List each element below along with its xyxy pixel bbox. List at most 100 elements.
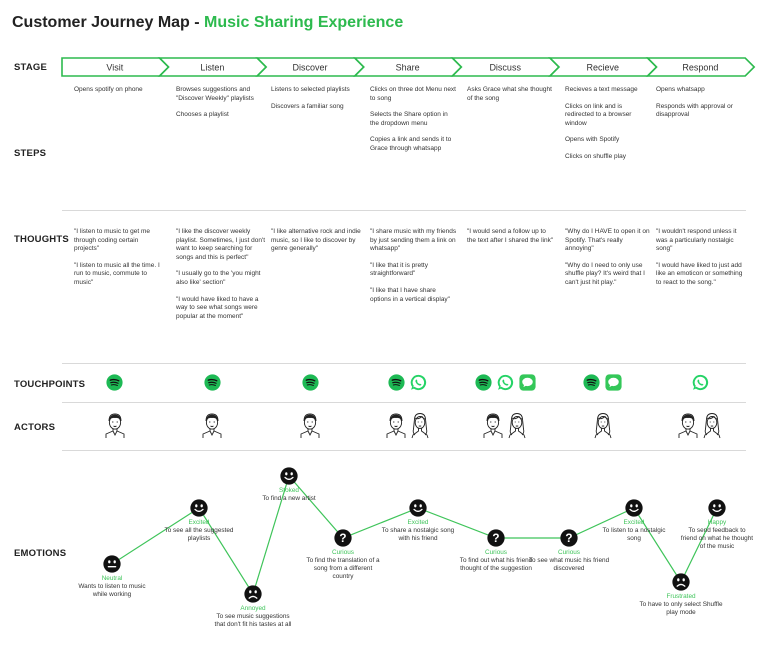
emotion-label: Annoyed [240,605,266,612]
emotion-text: To find out what his friend thought of t… [459,557,533,572]
emotion-text: To see what music his friend discovered [528,557,610,572]
thought-item: "I listen to music to get me through cod… [74,228,151,253]
row-label-actors: ACTORS [14,422,56,433]
step-item: Clicks on shuffle play [565,152,626,160]
male-actor-icon [104,411,126,444]
male-actor-icon [299,411,321,444]
step-item: Opens with Spotify [565,136,620,144]
neutral-face-icon [103,555,121,578]
step-item: Selects the Share option in the dropdown… [370,111,448,127]
emotion-label: Excited [623,519,645,526]
sad-face-icon [672,573,690,596]
row-label-thoughts: THOUGHTS [14,234,69,245]
row-label-stage: STAGE [14,62,48,73]
step-item: Opens spotify on phone [74,86,143,93]
imessage-icon [605,374,622,396]
stage-label: Listen [200,63,224,73]
emotion-label: Curious [557,549,581,556]
divider-actors-emotions [62,450,746,451]
thought-item: "I like the discover weekly playlist. So… [176,228,266,261]
whatsapp-icon [497,374,514,396]
sad-face-icon [244,585,262,608]
thoughts-cell: "I listen to music to get me through cod… [74,228,164,296]
emotion-text: To find the translation of a song from a… [306,557,380,580]
thought-item: "I like that it is pretty straightforwar… [370,261,428,278]
thoughts-cell: "I wouldn't respond unless it was a part… [656,228,748,296]
happy-face-icon [280,467,298,490]
stage-label: Discover [292,63,327,73]
row-label-emotions: EMOTIONS [14,548,67,559]
spotify-icon [301,374,319,396]
step-item: Opens whatsapp [656,86,705,93]
whatsapp-icon [410,374,427,396]
emotion-text: To share a nostalgic song with his frien… [381,527,455,542]
divider-touchpoints-actors [62,402,746,403]
happy-face-icon [708,499,726,522]
male-actor-icon [385,411,407,444]
thought-item: "I listen to music all the time. I run t… [74,261,160,286]
emotion-label: Neutral [101,575,123,582]
emotion-text: To see all the suggested playlists [164,527,234,542]
emotion-label: Frustrated [666,593,696,600]
thought-item: "I like that I have share options in a v… [370,286,450,303]
female-actor-icon [701,411,723,444]
steps-cell: Browses suggestions and "Discover Weekly… [176,86,268,128]
emotion-label: Excited [407,519,429,526]
step-item: Listens to selected playlists [271,86,350,93]
steps-cell: Opens spotify on phone [74,86,164,103]
female-actor-icon [506,411,528,444]
spotify-icon [388,374,405,396]
emotion-label: Happy [707,519,727,526]
page-title: Customer Journey Map - Music Sharing Exp… [12,14,403,32]
spotify-icon [583,374,600,396]
thought-item: "I like alternative rock and indie music… [271,228,361,253]
male-actor-icon [677,411,699,444]
stage-chevron [645,57,756,77]
male-actor-icon [201,411,223,444]
thought-item: "I would send a follow up to the text af… [467,228,554,244]
step-item: Discovers a familiar song [271,102,344,110]
step-item: Browses suggestions and "Discover Weekly… [176,86,254,102]
thought-item: "I would have liked to have a way to see… [176,295,259,320]
svg-text:?: ? [339,532,346,545]
emotion-text: Wants to listen to music while working [78,583,146,598]
spotify-icon [106,374,123,396]
emotion-text: To see music suggestions that don't fit … [214,613,292,628]
divider-thoughts-touchpoints [62,363,746,364]
row-label-steps: STEPS [14,148,47,159]
question-face-icon: ? [334,529,352,552]
title-prefix: Customer Journey Map - [12,14,205,31]
emotion-text: To have to only select Shuffle play mode [639,601,723,616]
stage-label: Visit [106,63,123,73]
step-item: Recieves a text message [565,86,638,93]
stage-label: Recieve [587,63,620,73]
thoughts-cell: "I share music with my friends by just s… [370,228,458,312]
emotion-label: Stoked [279,487,299,494]
thought-item: "I wouldn't respond unless it was a part… [656,228,737,253]
female-actor-icon [592,411,614,444]
question-face-icon: ? [487,529,505,552]
stage-label: Respond [682,63,718,73]
step-item: Clicks on link and is redirected to a br… [565,102,632,127]
whatsapp-icon [692,374,709,396]
thought-item: "I share music with my friends by just s… [370,228,457,253]
spotify-icon [204,374,221,396]
imessage-icon [519,374,536,396]
spotify-icon [475,374,492,396]
question-face-icon: ? [560,529,578,552]
stage-label: Share [396,63,420,73]
stage-label: Discuss [489,63,521,73]
